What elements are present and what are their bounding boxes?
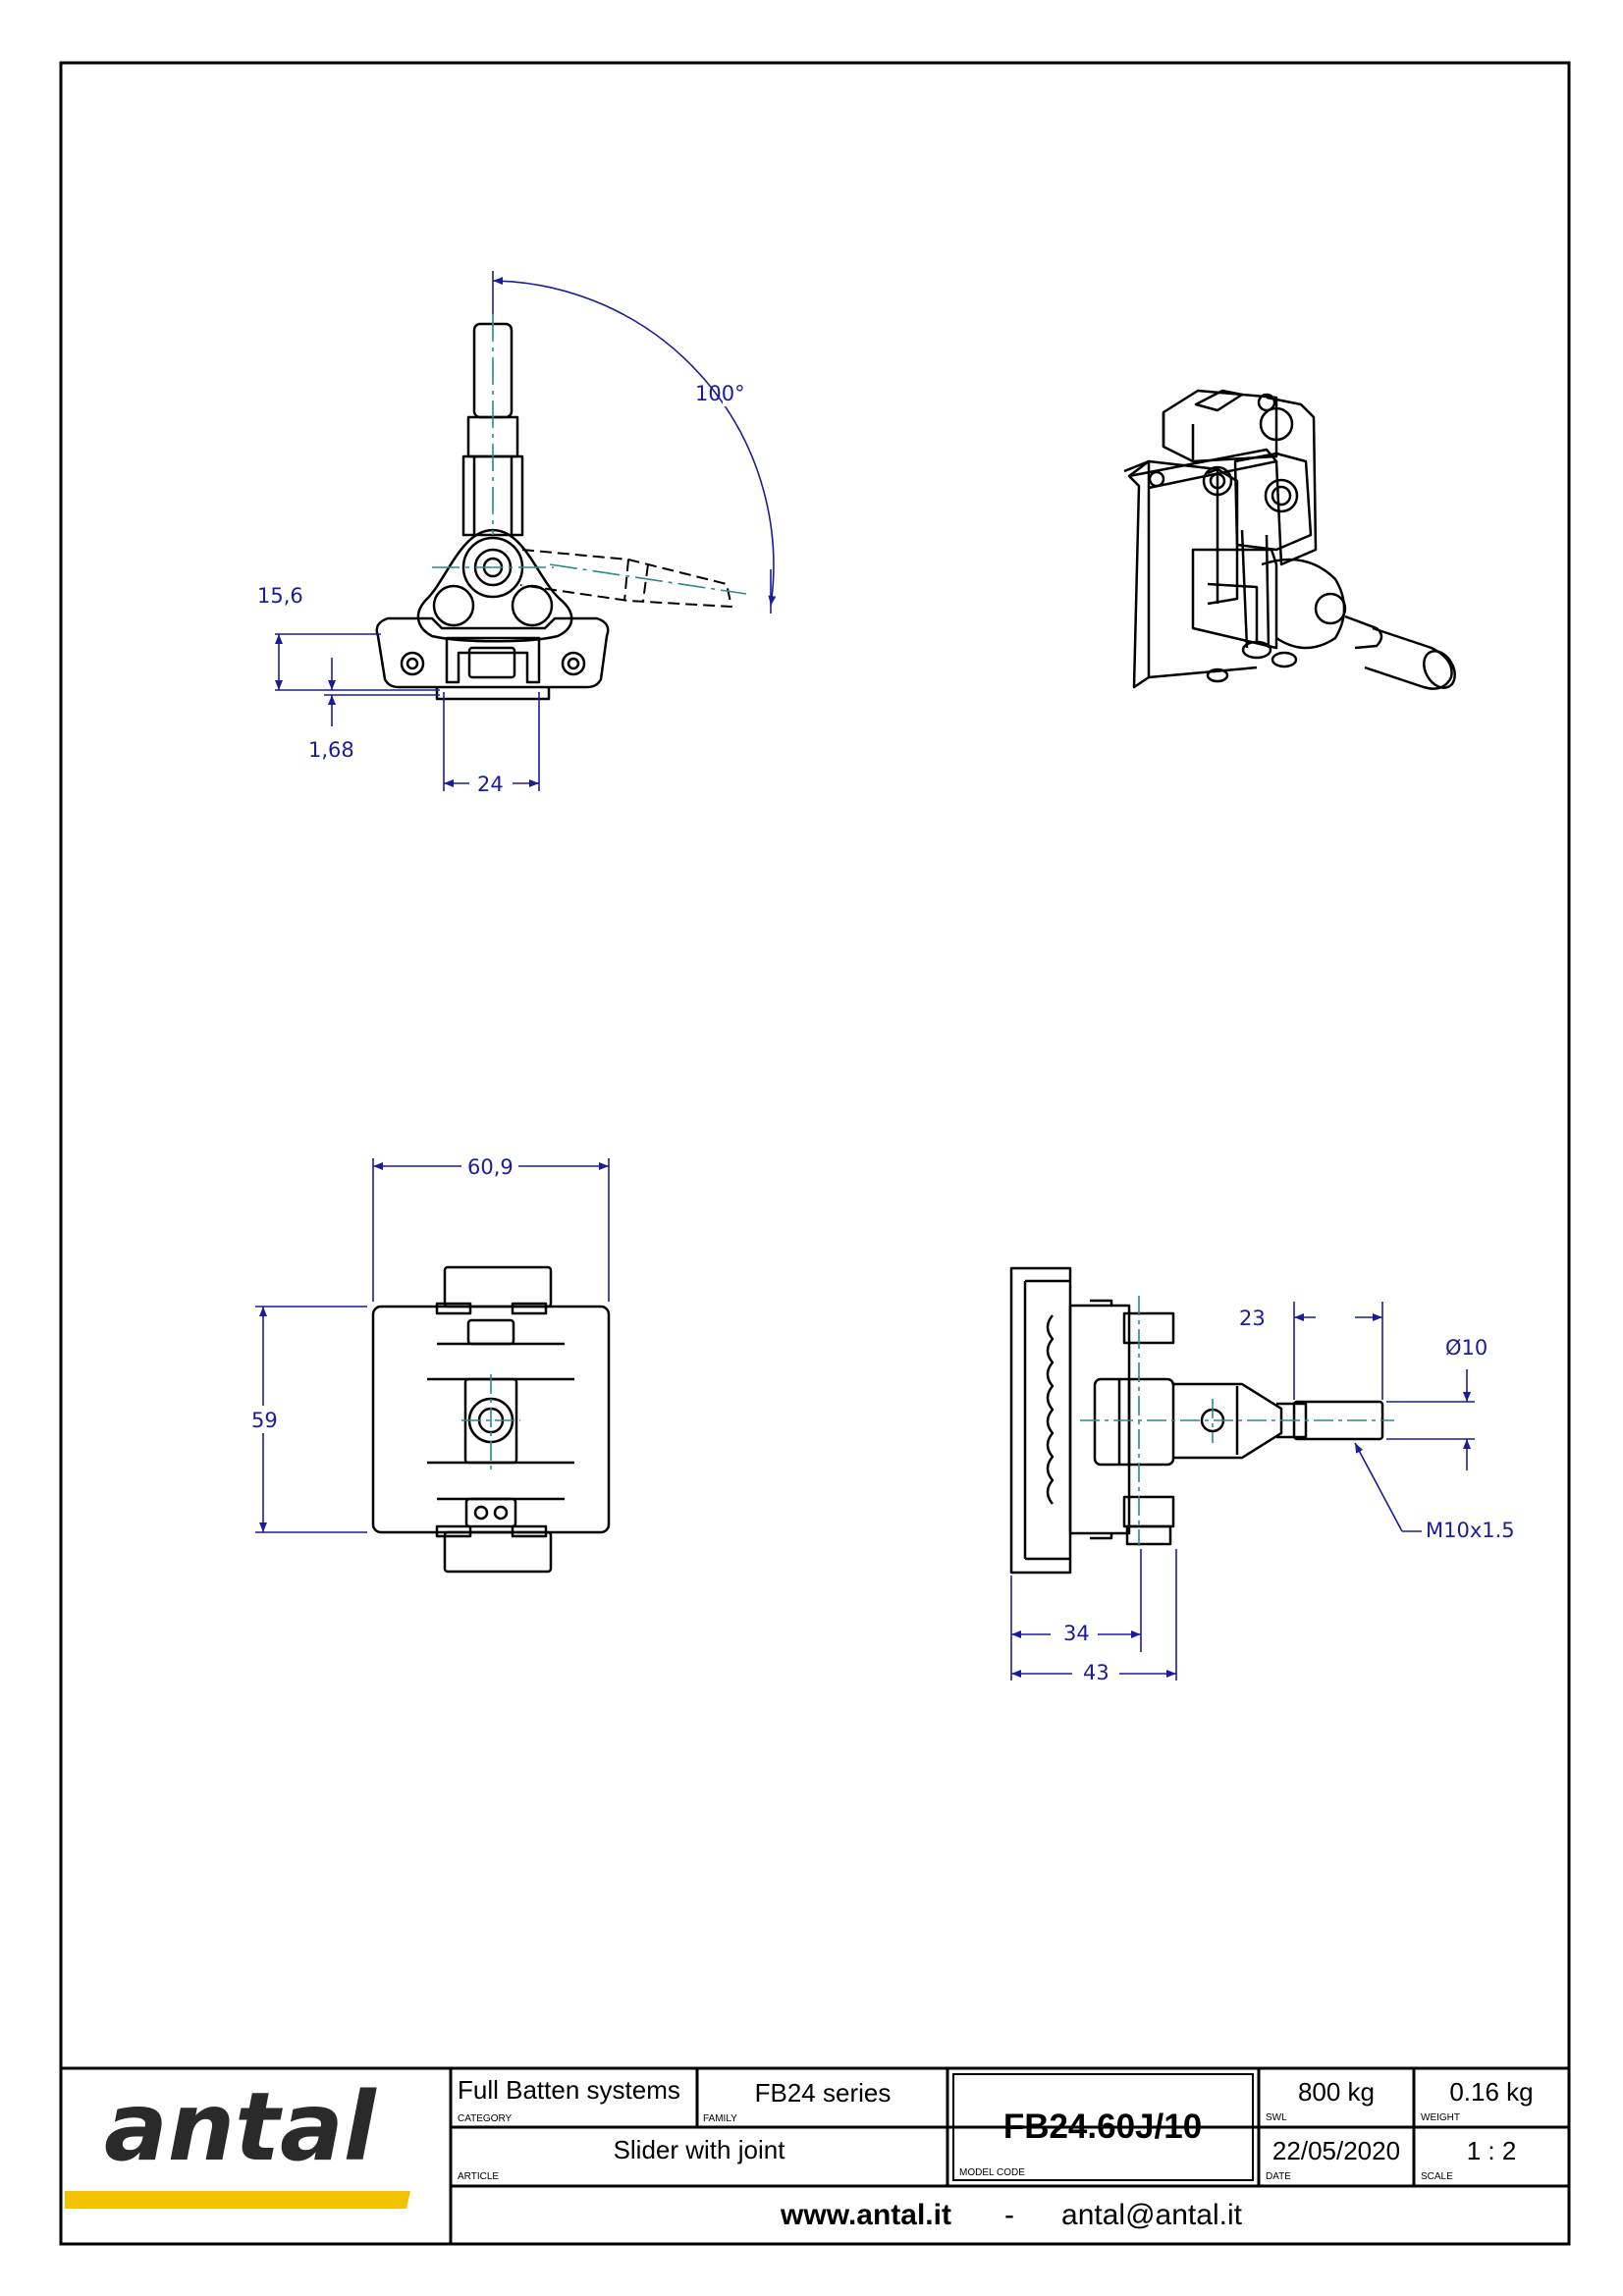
dim-top-height-label: 59: [251, 1409, 278, 1432]
category-label: CATEGORY: [458, 2113, 513, 2124]
dim-gap-label: 1,68: [308, 738, 354, 762]
category-value: Full Batten systems: [458, 2075, 680, 2105]
article-label: ARTICLE: [458, 2171, 499, 2182]
side-centerlines: [1080, 1296, 1394, 1546]
date-label: DATE: [1266, 2171, 1291, 2182]
swl-label: SWL: [1266, 2112, 1287, 2123]
dim-depth-2-label: 43: [1083, 1661, 1109, 1684]
sheet-border: [59, 61, 1571, 2246]
date-value: 22/05/2020: [1272, 2136, 1400, 2165]
front-centerlines: [432, 314, 747, 595]
top-centerlines: [461, 1374, 520, 1469]
contact-separator: -: [1004, 2199, 1014, 2231]
dim-thread-label: M10x1.5: [1426, 1519, 1515, 1542]
weight-value: 0.16 kg: [1449, 2077, 1533, 2107]
model-code-value: FB24.60J/10: [1003, 2108, 1202, 2146]
dim-width-label: 24: [477, 773, 504, 796]
email-link[interactable]: antal@antal.it: [1061, 2199, 1243, 2231]
dim-depth-1-label: 34: [1063, 1622, 1090, 1645]
antal-logo: antal: [65, 2072, 410, 2209]
swl-value: 800 kg: [1298, 2077, 1375, 2107]
dim-angle-label: 100°: [695, 382, 745, 405]
dim-diameter-label: Ø10: [1445, 1336, 1488, 1360]
family-value: FB24 series: [755, 2078, 892, 2108]
scale-value: 1 : 2: [1467, 2136, 1517, 2165]
top-dimensions: [255, 1158, 610, 1533]
scale-label: SCALE: [1421, 2171, 1453, 2182]
weight-label: WEIGHT: [1421, 2112, 1460, 2123]
article-value: Slider with joint: [614, 2135, 786, 2164]
front-view: [375, 322, 732, 701]
title-block: [61, 2066, 1569, 2244]
dim-pin-length-label: 23: [1239, 1307, 1266, 1330]
logo-wordmark: antal: [104, 2072, 377, 2182]
front-dimensions: [275, 271, 777, 791]
website-link[interactable]: www.antal.it: [780, 2199, 951, 2231]
iso-view: [1123, 389, 1456, 690]
model-code-label: MODEL CODE: [959, 2167, 1025, 2178]
dim-height-label: 15,6: [257, 584, 303, 608]
side-view: [1009, 1266, 1384, 1575]
logo-bar: [65, 2191, 410, 2209]
family-label: FAMILY: [703, 2113, 737, 2124]
dim-top-width-label: 60,9: [467, 1155, 514, 1179]
